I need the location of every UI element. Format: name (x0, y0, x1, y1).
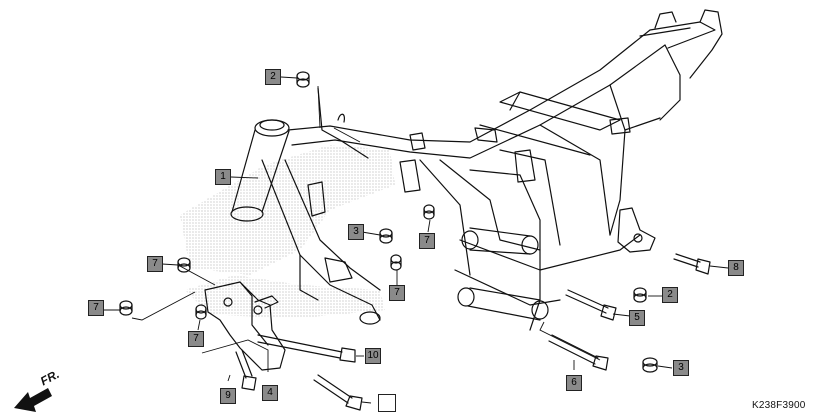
callout-2: 2 (265, 69, 281, 85)
main-frame-rails (261, 9, 723, 331)
callout-3: 3 (673, 360, 689, 376)
callout-7: 7 (419, 233, 435, 249)
callout-8: 8 (728, 260, 744, 276)
callout-3: 3 (348, 224, 364, 240)
bolts (235, 253, 711, 411)
diagram-code: K238F3900 (752, 400, 806, 411)
head-pipe (230, 119, 290, 222)
callout-7: 7 (188, 331, 204, 347)
leader-lines (104, 76, 729, 404)
callout-blank (378, 394, 396, 412)
callout-7: 7 (389, 285, 405, 301)
callout-7: 7 (88, 300, 104, 316)
callout-10: 10 (365, 348, 381, 364)
callout-4: 4 (262, 385, 278, 401)
callout-2: 2 (662, 287, 678, 303)
front-direction-arrow-icon (14, 388, 52, 412)
callout-6: 6 (566, 375, 582, 391)
callout-9: 9 (220, 388, 236, 404)
callout-1: 1 (215, 169, 231, 185)
callout-5: 5 (629, 310, 645, 326)
callout-7: 7 (147, 256, 163, 272)
shaded-area (180, 145, 395, 318)
